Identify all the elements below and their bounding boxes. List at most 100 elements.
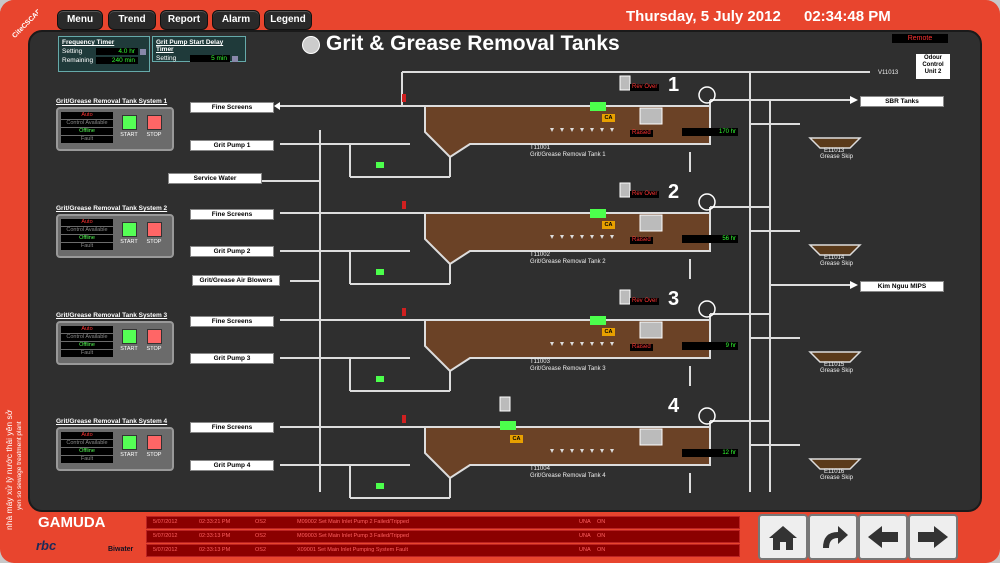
- freq-remaining-label: Remaining: [62, 57, 94, 64]
- system-4-stop-button[interactable]: STOP: [143, 433, 165, 465]
- tank-4-ca-tag: CA: [510, 435, 523, 443]
- tank-shapes: [424, 105, 711, 480]
- freq-setting-edit-icon[interactable]: [140, 48, 146, 55]
- system-2-start-button[interactable]: START: [118, 220, 140, 252]
- kim-nguu-output[interactable]: Kim Nguu MIPS: [860, 281, 944, 292]
- system-3-grit-pump[interactable]: Grit Pump 3: [190, 353, 274, 364]
- tank-2-raised: Raised: [630, 237, 653, 244]
- system-4-auto: Auto: [61, 432, 113, 439]
- tank-2-rev-over: Rev Over: [630, 191, 660, 198]
- home-button[interactable]: [758, 514, 808, 560]
- tank-2-ca-tag: CA: [602, 221, 615, 229]
- tank-4-label: Grit/Grease Removal Tank 4: [530, 473, 606, 479]
- system-2-auto: Auto: [61, 219, 113, 226]
- plant-name-vn: nhà máy xử lý nước thải yên sở: [4, 409, 14, 530]
- system-3-start-button[interactable]: START: [118, 327, 140, 359]
- trend-button[interactable]: Trend: [108, 10, 156, 30]
- freq-setting-label: Setting: [62, 48, 83, 55]
- tank-2-runtime: 56 hr: [682, 235, 738, 243]
- remote-status: Remote: [892, 34, 948, 43]
- system-3-panel: Auto Control Available Offline Fault STA…: [56, 321, 174, 365]
- system-1-stop-button[interactable]: STOP: [143, 113, 165, 145]
- skip-3-label: Grease Skip: [820, 368, 854, 374]
- piping-diagram: [262, 71, 870, 499]
- forward-button[interactable]: [908, 514, 958, 560]
- system-2-panel: Auto Control Available Offline Fault STA…: [56, 214, 174, 258]
- info-icon[interactable]: [302, 36, 320, 54]
- arrow-right-icon: [918, 526, 948, 548]
- service-water-input[interactable]: Service Water: [168, 173, 262, 184]
- tank-1-rev-over: Rev Over: [630, 84, 660, 91]
- legend-button[interactable]: Legend: [264, 10, 312, 30]
- tank-1-label: Grit/Grease Removal Tank 1: [530, 152, 606, 158]
- system-4-start-button[interactable]: START: [118, 433, 140, 465]
- tank-4-number: 4: [668, 395, 680, 417]
- system-1-offline: Offline: [61, 128, 113, 135]
- pump-delay-setting-label: Setting: [156, 55, 177, 62]
- tank-1-ca-tag: CA: [602, 114, 615, 122]
- menu-button[interactable]: Menu: [57, 10, 103, 30]
- tank-3-number: 3: [668, 288, 680, 310]
- air-blowers-input[interactable]: Grit/Grease Air Blowers: [192, 275, 280, 286]
- system-2-title: Grit/Grease Removal Tank System 2: [56, 205, 168, 212]
- system-4-offline: Offline: [61, 448, 113, 455]
- system-2-stop-button[interactable]: STOP: [143, 220, 165, 252]
- frequency-timer-title: Frequency Timer: [62, 39, 115, 46]
- skip-2-id: E11014: [824, 255, 845, 261]
- system-2-fine-screens[interactable]: Fine Screens: [190, 209, 274, 220]
- process-screen: Frequency Timer Setting 4.0 hr Remaining 2…: [28, 30, 982, 512]
- tank-1-number: 1: [668, 74, 680, 96]
- system-1-auto: Auto: [61, 112, 113, 119]
- tank-3-id: T11003: [530, 359, 550, 365]
- skip-1-id: E11013: [824, 148, 845, 154]
- tank-4-runtime: 12 hr: [682, 449, 738, 457]
- skip-3-id: E11015: [824, 362, 845, 368]
- system-2-offline: Offline: [61, 235, 113, 242]
- tank-3-raised: Raised: [630, 344, 653, 351]
- system-1-start-button[interactable]: START: [118, 113, 140, 145]
- tank-3-runtime: 9 hr: [682, 342, 738, 350]
- report-button[interactable]: Report: [160, 10, 208, 30]
- alarm-button[interactable]: Alarm: [212, 10, 260, 30]
- system-1-grit-pump[interactable]: Grit Pump 1: [190, 140, 274, 151]
- tank-3-label: Grit/Grease Removal Tank 3: [530, 366, 606, 372]
- tank-2-number: 2: [668, 181, 680, 203]
- system-4-control: Control Available: [61, 440, 113, 447]
- pump-delay-edit-icon[interactable]: [232, 55, 238, 62]
- system-1-fine-screens[interactable]: Fine Screens: [190, 102, 274, 113]
- page-title: Grit & Grease Removal Tanks: [326, 32, 620, 55]
- system-4-fault: Fault: [61, 456, 113, 463]
- tank-1-id: T11001: [530, 145, 550, 151]
- system-2-grit-pump[interactable]: Grit Pump 2: [190, 246, 274, 257]
- tank-1-raised: Raised: [630, 130, 653, 137]
- freq-setting-value[interactable]: 4.0 hr: [96, 48, 138, 55]
- system-3-stop-button[interactable]: STOP: [143, 327, 165, 359]
- system-4-grit-pump[interactable]: Grit Pump 4: [190, 460, 274, 471]
- skip-4-label: Grease Skip: [820, 475, 854, 481]
- odour-control-unit[interactable]: Odour Control Unit 2: [916, 54, 950, 79]
- pump-delay-setting-value[interactable]: 5 min: [190, 55, 230, 62]
- system-1-title: Grit/Grease Removal Tank System 1: [56, 98, 168, 105]
- arrow-left-icon: [868, 526, 898, 548]
- current-date: Thursday, 5 July 2012: [626, 8, 781, 25]
- back-button[interactable]: [858, 514, 908, 560]
- redo-arrow-icon: [823, 526, 848, 548]
- system-4-panel: Auto Control Available Offline Fault STA…: [56, 427, 174, 471]
- system-3-title: Grit/Grease Removal Tank System 3: [56, 312, 168, 319]
- skip-4-id: E11016: [824, 469, 845, 475]
- tank-1-runtime: 170 hr: [682, 128, 738, 136]
- odour-valve-label: V11013: [878, 70, 899, 76]
- biwater-logo: Biwater: [108, 546, 134, 553]
- system-4-fine-screens[interactable]: Fine Screens: [190, 422, 274, 433]
- system-3-fine-screens[interactable]: Fine Screens: [190, 316, 274, 327]
- sbr-tanks-output[interactable]: SBR Tanks: [860, 96, 944, 107]
- system-3-auto: Auto: [61, 326, 113, 333]
- gamuda-logo: GAMUDA: [38, 514, 106, 531]
- system-3-fault: Fault: [61, 350, 113, 357]
- plant-name-en: yen so sewage treatment plant: [16, 421, 23, 510]
- redo-button[interactable]: [808, 514, 858, 560]
